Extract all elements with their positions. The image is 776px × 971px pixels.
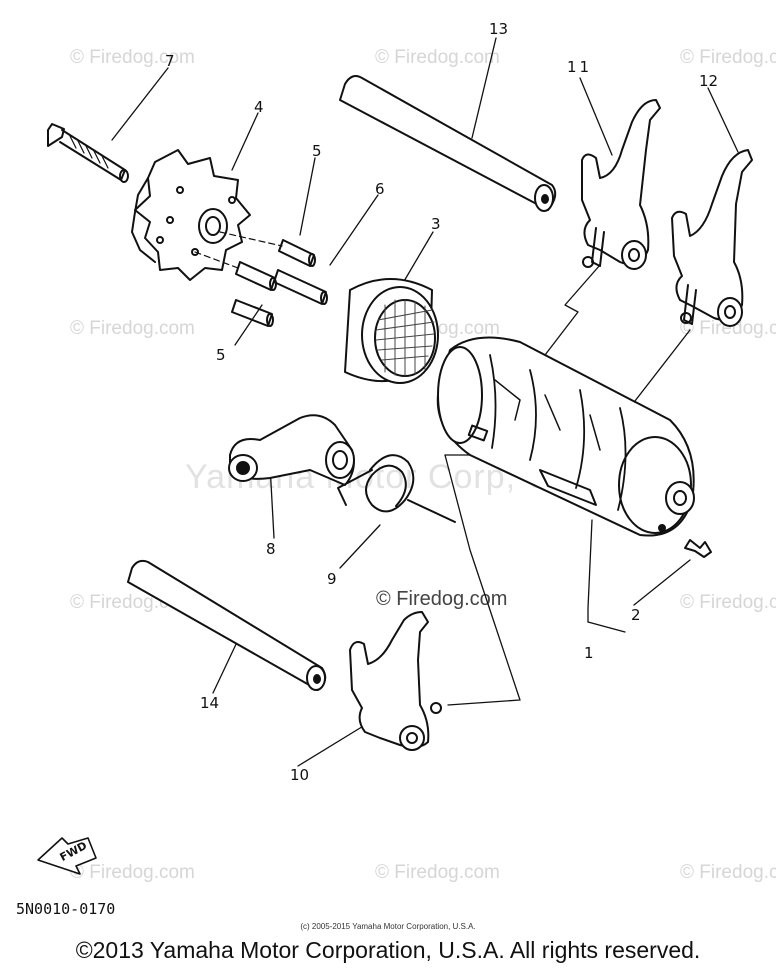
callout-12: 12 <box>699 72 719 90</box>
watermark: © Firedog.com <box>375 862 500 883</box>
leader-lines <box>111 37 739 767</box>
shaft-13 <box>339 75 557 212</box>
tiny-copyright: (c) 2005-2015 Yamaha Motor Corporation, … <box>300 922 476 931</box>
screw-2 <box>684 539 712 558</box>
segment-4 <box>131 149 251 281</box>
callout-4: 4 <box>254 98 264 116</box>
copyright-notice: ©2013 Yamaha Motor Corporation, U.S.A. A… <box>75 937 701 963</box>
callout-10: 10 <box>290 766 310 784</box>
fwd-arrow-icon <box>37 837 97 875</box>
callout-9: 9 <box>327 570 337 588</box>
callout-11: 11 <box>567 58 593 76</box>
callout-14: 14 <box>200 694 220 712</box>
callout-3: 3 <box>431 215 441 233</box>
part-number: 5N0010-0170 <box>16 900 116 918</box>
watermark: © Firedog.com <box>680 47 776 68</box>
callout-1: 1 <box>584 644 594 662</box>
watermark: © Firedog.com <box>680 862 776 883</box>
shift-fork-12 <box>671 149 753 327</box>
watermark: © Firedog.com <box>680 592 776 613</box>
watermark: © Firedog.com <box>70 862 195 883</box>
spring-9 <box>337 454 456 523</box>
callout-6: 6 <box>375 180 385 198</box>
watermark: © Firedog.com <box>375 47 500 68</box>
watermark: © Firedog.com <box>376 588 508 610</box>
stopper-lever-8 <box>228 414 355 486</box>
callout-2: 2 <box>631 606 641 624</box>
pins-5-6 <box>194 231 328 327</box>
watermark: © Firedog.com <box>680 318 776 339</box>
shift-fork-11 <box>581 99 661 270</box>
shaft-14 <box>127 559 327 691</box>
callout-5: 5 <box>312 142 322 160</box>
shift-fork-10 <box>349 611 442 751</box>
bearing-3 <box>344 278 439 384</box>
callout-5: 5 <box>216 346 226 364</box>
shift-drum-1 <box>436 256 695 537</box>
callout-13: 13 <box>489 20 509 38</box>
watermark: © Firedog.com <box>70 318 195 339</box>
callout-7: 7 <box>165 52 175 70</box>
callout-8: 8 <box>266 540 276 558</box>
watermark: © Firedog.com <box>70 47 195 68</box>
bolt-7 <box>47 123 129 183</box>
